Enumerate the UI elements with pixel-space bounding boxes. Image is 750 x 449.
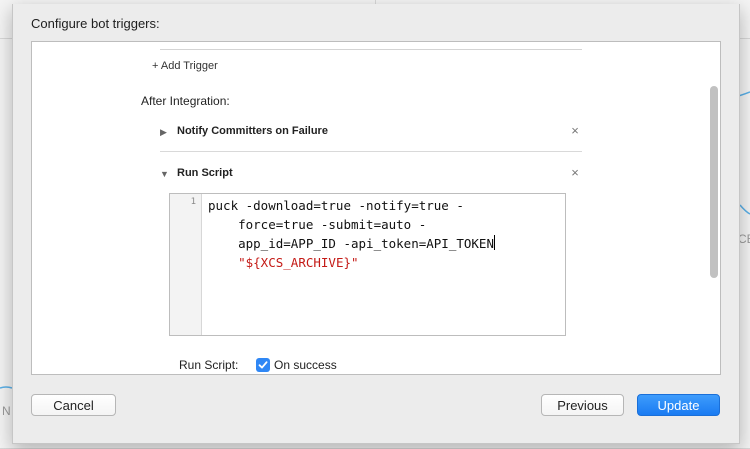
sheet-title: Configure bot triggers: xyxy=(31,16,160,31)
text-cursor xyxy=(493,235,495,250)
update-button[interactable]: Update xyxy=(637,394,720,416)
trigger-row-run-script[interactable]: ▼ Run Script × xyxy=(160,161,582,187)
divider xyxy=(160,151,582,152)
vertical-scrollbar[interactable] xyxy=(710,48,718,370)
script-code-string: "${XCS_ARCHIVE}" xyxy=(238,255,359,270)
disclosure-triangle-right-icon[interactable]: ▶ xyxy=(160,127,167,137)
line-number-gutter: 1 xyxy=(170,194,202,335)
trigger-name: Notify Committers on Failure xyxy=(177,125,328,137)
background-text: N xyxy=(2,404,11,418)
run-script-label: Run Script: xyxy=(179,358,239,372)
line-number: 1 xyxy=(190,197,196,207)
on-success-checkbox[interactable] xyxy=(256,358,270,372)
checkmark-icon xyxy=(258,361,268,369)
trigger-row-notify-committers[interactable]: ▶ Notify Committers on Failure × xyxy=(160,119,582,145)
remove-trigger-icon[interactable]: × xyxy=(571,123,579,138)
configure-triggers-sheet: Configure bot triggers: + Add Trigger Af… xyxy=(12,4,740,444)
scrollbar-thumb[interactable] xyxy=(710,86,718,278)
script-editor[interactable]: 1 puck -download=true -notify=true - for… xyxy=(169,193,566,336)
cancel-button[interactable]: Cancel xyxy=(31,394,116,416)
background-text: CE xyxy=(738,232,750,246)
after-integration-label: After Integration: xyxy=(141,94,230,108)
disclosure-triangle-down-icon[interactable]: ▼ xyxy=(160,169,169,179)
trigger-name: Run Script xyxy=(177,167,233,179)
divider xyxy=(160,49,582,50)
remove-trigger-icon[interactable]: × xyxy=(571,165,579,180)
previous-button[interactable]: Previous xyxy=(541,394,624,416)
script-code[interactable]: puck -download=true -notify=true - force… xyxy=(208,196,538,272)
add-trigger-button[interactable]: + Add Trigger xyxy=(152,60,218,72)
on-success-label[interactable]: On success xyxy=(274,358,337,372)
script-code-plain: puck -download=true -notify=true - force… xyxy=(208,198,494,251)
triggers-panel: + Add Trigger After Integration: ▶ Notif… xyxy=(31,41,721,375)
